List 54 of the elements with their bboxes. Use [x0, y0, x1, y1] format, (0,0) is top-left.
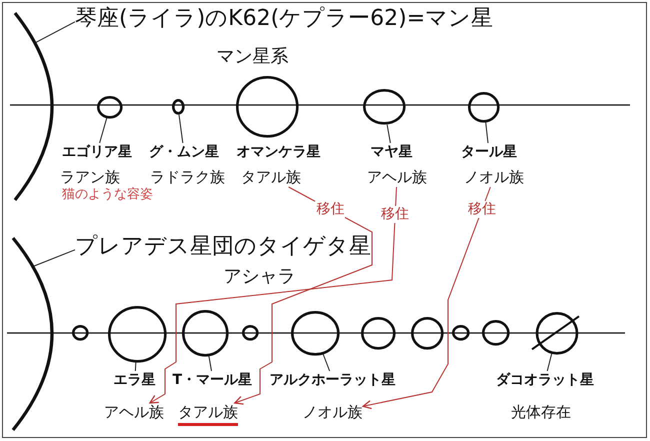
edge-label: 移住	[466, 201, 497, 218]
planet-name: T・マール星	[172, 371, 252, 389]
planet-circle	[97, 96, 123, 118]
tribe-label: アヘル族	[104, 402, 164, 422]
arrow	[149, 186, 397, 404]
leader-line	[208, 356, 212, 372]
planet-name: マヤ星	[370, 143, 412, 161]
planet-name: タール星	[461, 143, 517, 161]
leader-line	[386, 124, 391, 144]
planet-circle	[482, 320, 510, 346]
tribe-label: ラアン族	[60, 168, 121, 186]
tribe-label: ラドラク族	[150, 168, 225, 186]
leader-line	[546, 353, 552, 372]
section-heading: プレアデス星団のタイゲタ星	[75, 233, 371, 261]
leader-line	[32, 249, 76, 267]
planet-circle	[236, 76, 298, 138]
leader-line	[34, 21, 76, 44]
planet-circle	[452, 325, 470, 341]
planet-circle	[242, 325, 258, 341]
arrow	[234, 186, 372, 405]
crossed-planet-circle	[531, 312, 580, 354]
leader-line	[134, 362, 136, 372]
planet-circle	[108, 306, 166, 362]
planet-circle	[468, 92, 500, 122]
leader-line	[322, 354, 330, 372]
planet-circle	[290, 310, 340, 356]
tribe-label: アヘル族	[367, 168, 427, 186]
tribe-label: ノオル族	[302, 402, 362, 422]
edge-label: 移住	[315, 201, 346, 218]
section-heading: 琴座(ライラ)のK62(ケプラー62)=マン星	[75, 5, 494, 33]
planet-circle	[360, 316, 396, 350]
planet-circle	[72, 325, 88, 341]
leader-line	[99, 117, 108, 144]
planet-circle	[182, 310, 228, 356]
leader-line	[485, 122, 488, 144]
system-name: マン星系	[216, 44, 288, 68]
planet-circle	[410, 316, 444, 350]
system-name: アシャラ	[224, 264, 296, 288]
planet-name: エラ星	[114, 371, 156, 389]
note-text: 猫のような容姿	[62, 186, 153, 202]
planet-name: ダコオラット星	[496, 371, 594, 389]
planet-name: アルクホーラット星	[270, 371, 396, 389]
tribe-label: タアル族	[178, 402, 238, 422]
tribe-label: 光体存在	[511, 402, 571, 422]
tribe-label: ノオル族	[464, 168, 524, 186]
edge-label: 移住	[380, 206, 410, 224]
planet-circle	[362, 89, 406, 125]
tribe-label: タアル族	[241, 168, 301, 186]
planet-circle	[172, 99, 184, 115]
planet-name: グ・ムン星	[149, 143, 219, 161]
arrow	[362, 186, 491, 410]
planet-name: オマンケラ星	[236, 143, 320, 161]
leader-line	[178, 114, 184, 144]
planet-name: エゴリア星	[62, 143, 132, 161]
